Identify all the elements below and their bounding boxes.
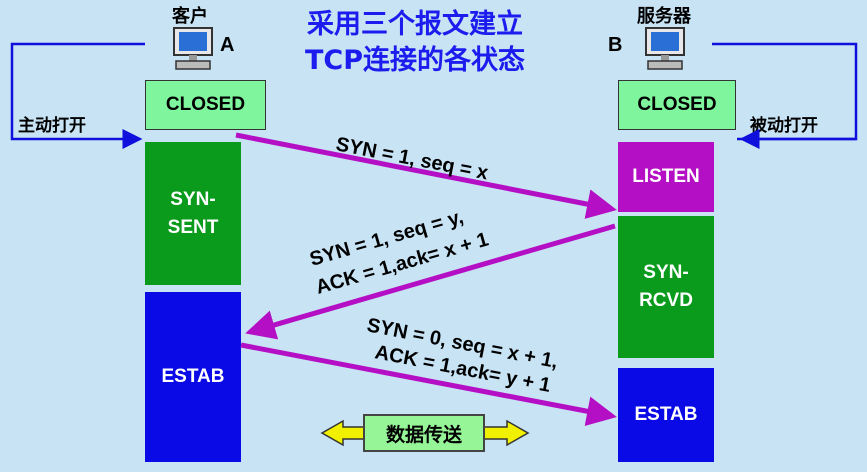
client-label: 客户 <box>172 6 208 27</box>
title-line-2: TCP连接的各状态 <box>304 45 526 76</box>
passive-open-label: 被动打开 <box>750 116 818 136</box>
client-computer-icon <box>172 26 214 72</box>
active-open-arrow <box>10 42 145 149</box>
client-state-estab: ESTAB <box>145 292 241 462</box>
server-computer-icon <box>644 26 686 72</box>
ack-arrow <box>240 342 617 427</box>
server-label: 服务器 <box>637 6 691 27</box>
client-letter: A <box>220 34 235 56</box>
title-line-1: 采用三个报文建立 <box>307 9 523 40</box>
data-transfer-label: 数据传送 <box>363 414 485 452</box>
message-1-label: SYN = 1, seq = x <box>334 133 490 184</box>
server-state-closed: CLOSED <box>618 80 736 130</box>
syn-arrow <box>235 132 617 219</box>
server-state-estab: ESTAB <box>618 368 714 462</box>
server-state-syn-rcvd: SYN- RCVD <box>618 216 714 358</box>
server-state-listen: LISTEN <box>618 142 714 212</box>
client-state-closed: CLOSED <box>145 80 266 130</box>
client-state-syn-sent: SYN- SENT <box>145 142 241 285</box>
active-open-label: 主动打开 <box>18 116 86 136</box>
passive-open-line <box>712 42 858 141</box>
server-letter: B <box>608 34 623 56</box>
syn-ack-arrow <box>245 223 616 340</box>
